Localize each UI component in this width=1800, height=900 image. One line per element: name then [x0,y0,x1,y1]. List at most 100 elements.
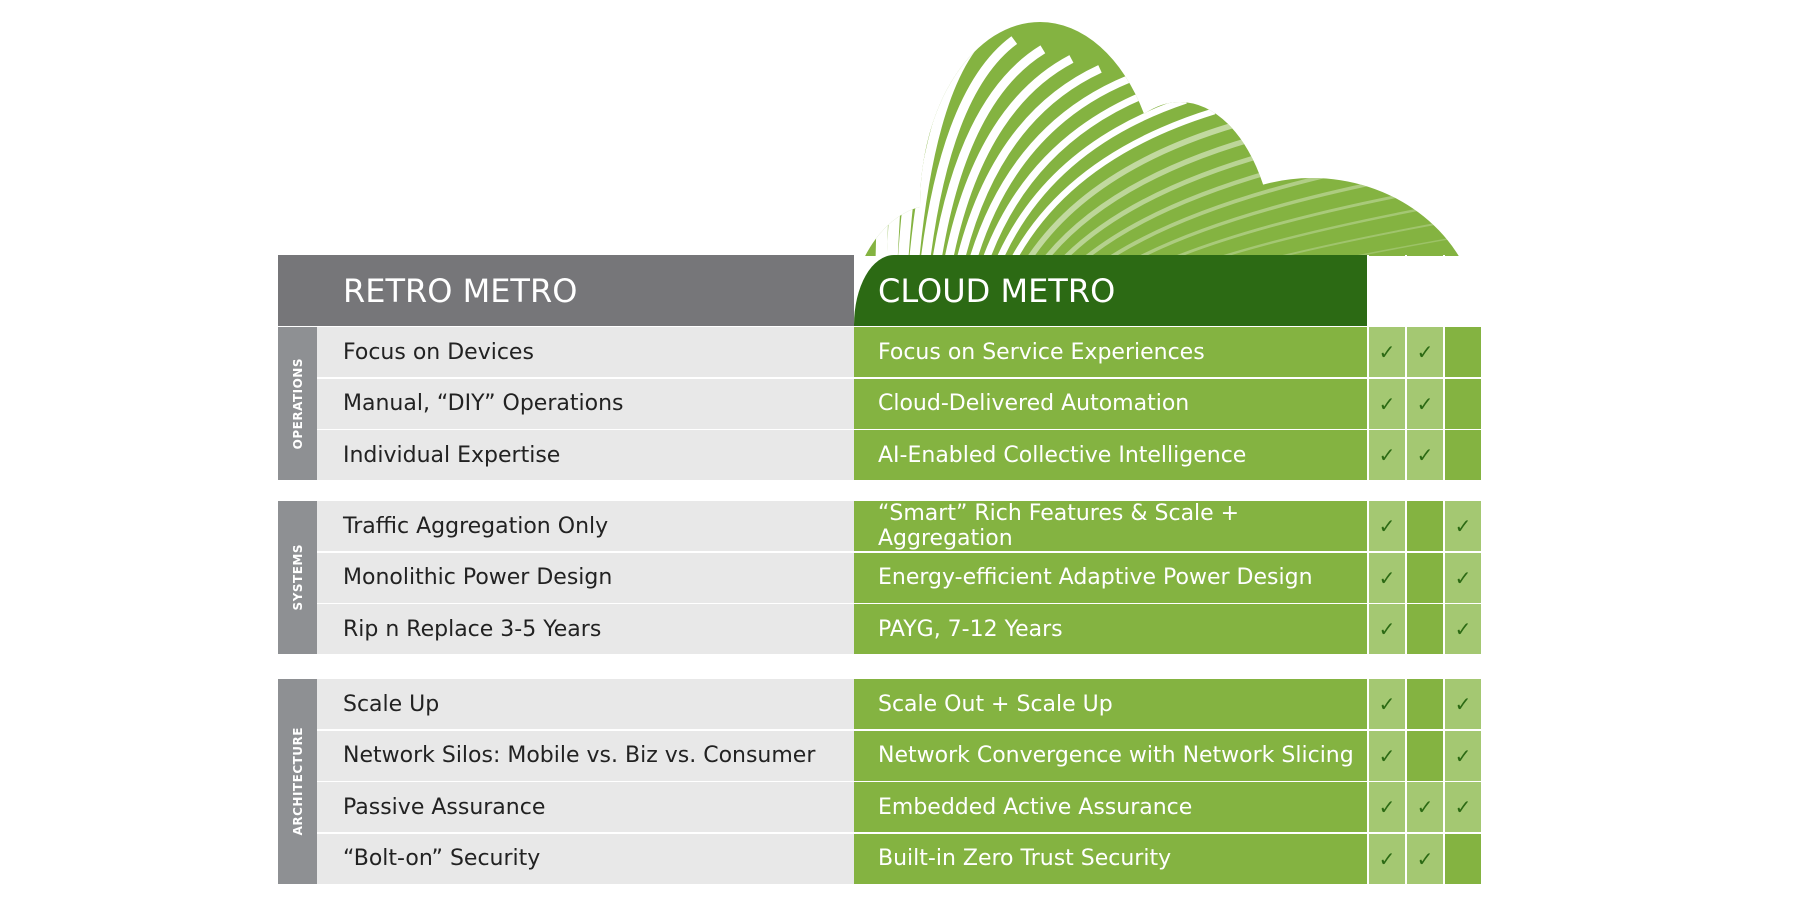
cloud-stripe [932,55,1074,256]
category-text: ARCHITECTURE [290,727,305,836]
profit-cell: ✓ [1369,552,1405,603]
checkmark-icon: ✓ [1378,514,1396,538]
profit-cell: ✓ [1369,679,1405,729]
checkmark-icon: ✓ [1454,743,1472,768]
profit-cell: ✓ [1369,782,1405,832]
people-cell: ✓ [1407,782,1443,832]
retro-metro-title: RETRO METRO [343,271,578,310]
table-row: Manual, “DIY” Operations Cloud-Delivered… [317,378,1481,429]
table-row: Scale Up Scale Out + Scale Up ✓ ✓ [317,679,1481,729]
retro-cell: Monolithic Power Design [317,552,854,603]
cloud-stripe [913,36,1018,256]
planet-cell [1445,833,1481,884]
checkmark-icon: ✓ [1416,391,1434,416]
checkmark-icon: ✓ [1416,795,1434,819]
people-cell [1407,730,1443,781]
profit-cell: ✓ [1369,833,1405,884]
column-divider [1443,255,1445,326]
checkmark-icon: ✓ [1454,514,1472,538]
cloud-stripe [942,65,1102,256]
planet-cell: ✓ [1445,679,1481,729]
table-row: Passive Assurance Embedded Active Assura… [317,782,1481,832]
group-architecture: ARCHITECTURE Scale Up Scale Out + Scale … [278,679,1481,884]
group-systems: SYSTEMS Traffic Aggregation Only “Smart”… [278,501,1481,654]
cloud-stripe [962,86,1159,256]
cloud-cell: Scale Out + Scale Up [854,679,1367,729]
checkmark-icon: ✓ [1378,443,1396,467]
retro-cell: “Bolt-on” Security [317,833,854,884]
checkmark-icon: ✓ [1378,565,1396,590]
category-text: OPERATIONS [290,357,305,450]
profit-cell: ✓ [1369,604,1405,654]
checkmark-icon: ✓ [1378,340,1396,364]
planet-cell [1445,327,1481,377]
column-divider [1367,255,1369,326]
checkmark-icon: ✓ [1378,617,1396,641]
table-row: “Bolt-on” Security Built-in Zero Trust S… [317,833,1481,884]
cloud-stripe [981,108,1216,256]
table-row: Monolithic Power Design Energy-efficient… [317,552,1481,603]
planet-cell: ✓ [1445,501,1481,551]
cloud-stripe [1030,166,1358,256]
column-header-planet: PLANET [1445,255,1481,326]
retro-cell: Traffic Aggregation Only [317,501,854,551]
table-row: Rip n Replace 3-5 Years PAYG, 7-12 Years… [317,604,1481,654]
people-cell [1407,501,1443,551]
retro-cell: Scale Up [317,679,854,729]
people-cell [1407,679,1443,729]
planet-cell: ✓ [1445,782,1481,832]
column-header-people: PEOPLE [1407,255,1443,326]
people-cell: ✓ [1407,378,1443,429]
profit-cell: ✓ [1369,730,1405,781]
people-cell: ✓ [1407,833,1443,884]
category-label: SYSTEMS [278,501,317,654]
profit-cell: ✓ [1369,378,1405,429]
profit-cell: ✓ [1369,501,1405,551]
planet-cell [1445,378,1481,429]
people-cell [1407,604,1443,654]
people-label: PEOPLE [1418,274,1432,326]
cloud-stripe [1079,229,1480,256]
cloud-stripe [1059,203,1444,256]
people-cell [1407,552,1443,603]
cloud-metro-title: CLOUD METRO [878,271,1116,310]
checkmark-icon: ✓ [1416,340,1434,364]
retro-cell: Rip n Replace 3-5 Years [317,604,854,654]
checkmark-icon: ✓ [1454,565,1472,590]
retro-cell: Manual, “DIY” Operations [317,378,854,429]
planet-label: PLANET [1456,273,1470,326]
cloud-stripe [952,75,1131,256]
profit-cell: ✓ [1369,430,1405,480]
cloud-cell: PAYG, 7-12 Years [854,604,1367,654]
retro-metro-header: RETRO METRO [278,255,854,326]
cloud-cell: “Smart” Rich Features & Scale + Aggregat… [854,501,1367,551]
cloud-cell: Built-in Zero Trust Security [854,833,1367,884]
cloud-stripe [971,97,1187,256]
checkmark-icon: ✓ [1454,617,1472,641]
planet-cell: ✓ [1445,552,1481,603]
planet-cell [1445,430,1481,480]
cloud-cell: Embedded Active Assurance [854,782,1367,832]
checkmark-icon: ✓ [1378,391,1396,416]
cloud-graphic [847,22,1480,256]
cloud-cell: Energy-efficient Adaptive Power Design [854,552,1367,603]
retro-cell: Focus on Devices [317,327,854,377]
cloud-stripe [1050,191,1415,256]
profit-label: PROFIT [1380,276,1394,326]
checkmark-icon: ✓ [1378,846,1396,871]
checkmark-icon: ✓ [1378,692,1396,716]
column-divider [1405,255,1407,326]
profit-cell: ✓ [1369,327,1405,377]
planet-cell: ✓ [1445,604,1481,654]
table-row: Traffic Aggregation Only “Smart” Rich Fe… [317,501,1481,551]
column-header-profit: PROFIT [1369,255,1405,326]
cloud-metro-header: CLOUD METRO [854,255,1367,326]
cloud-cell: Network Convergence with Network Slicing [854,730,1367,781]
checkmark-icon: ✓ [1378,795,1396,819]
people-cell: ✓ [1407,327,1443,377]
cloud-stripe [1001,131,1273,256]
cloud-cell: Cloud-Delivered Automation [854,378,1367,429]
retro-cell: Network Silos: Mobile vs. Biz vs. Consum… [317,730,854,781]
cloud-stripe [1069,216,1472,256]
checkmark-icon: ✓ [1454,692,1472,716]
